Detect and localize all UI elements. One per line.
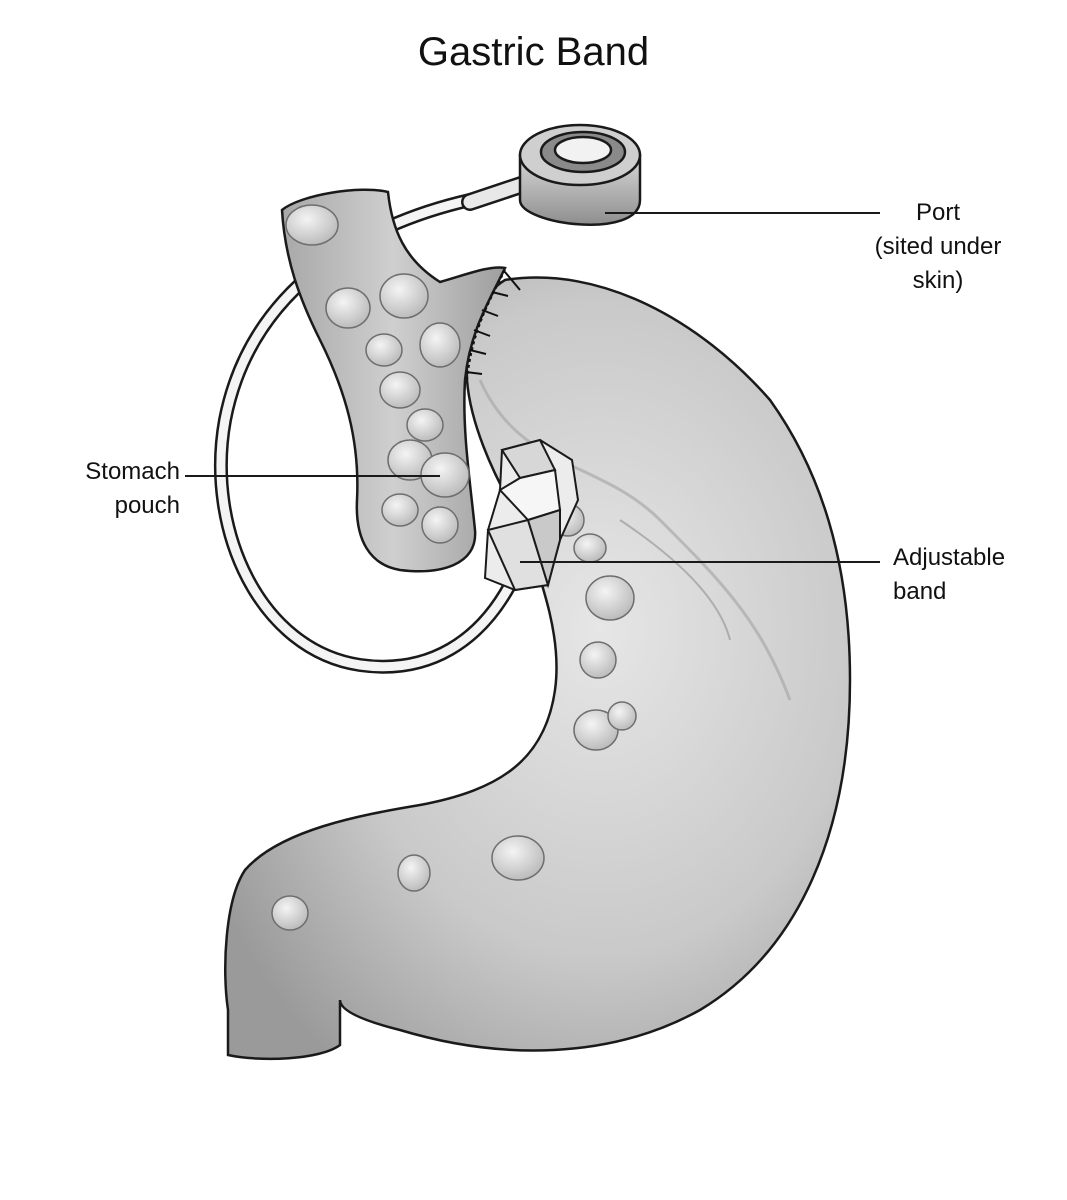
label-adjustable-band-line-1: Adjustable xyxy=(893,544,1006,571)
stomach-body xyxy=(224,276,852,1061)
diagram-title: Gastric Band xyxy=(417,30,650,74)
leader-lines xyxy=(185,212,880,563)
label-port: Port (sited under skin) xyxy=(838,196,1038,298)
label-stomach-pouch: Stomach pouch xyxy=(30,455,180,523)
label-stomach-pouch-line-1: Stomach xyxy=(85,458,180,485)
fat-deposits-stomach xyxy=(271,503,637,931)
fat-deposits-pouch xyxy=(285,204,470,544)
port-device xyxy=(518,123,642,226)
adjustable-band xyxy=(483,438,580,592)
stomach-fold xyxy=(619,519,731,641)
label-port-line-1: Port xyxy=(915,199,960,226)
label-port-line-2: (sited under xyxy=(874,233,1002,260)
label-adjustable-band: Adjustable band xyxy=(893,541,1053,609)
label-port-line-3: skin) xyxy=(912,267,964,294)
label-adjustable-band-line-2: band xyxy=(893,578,947,605)
stomach-shading xyxy=(478,379,792,701)
label-stomach-pouch-line-2: pouch xyxy=(114,492,180,519)
sutures xyxy=(465,269,521,381)
